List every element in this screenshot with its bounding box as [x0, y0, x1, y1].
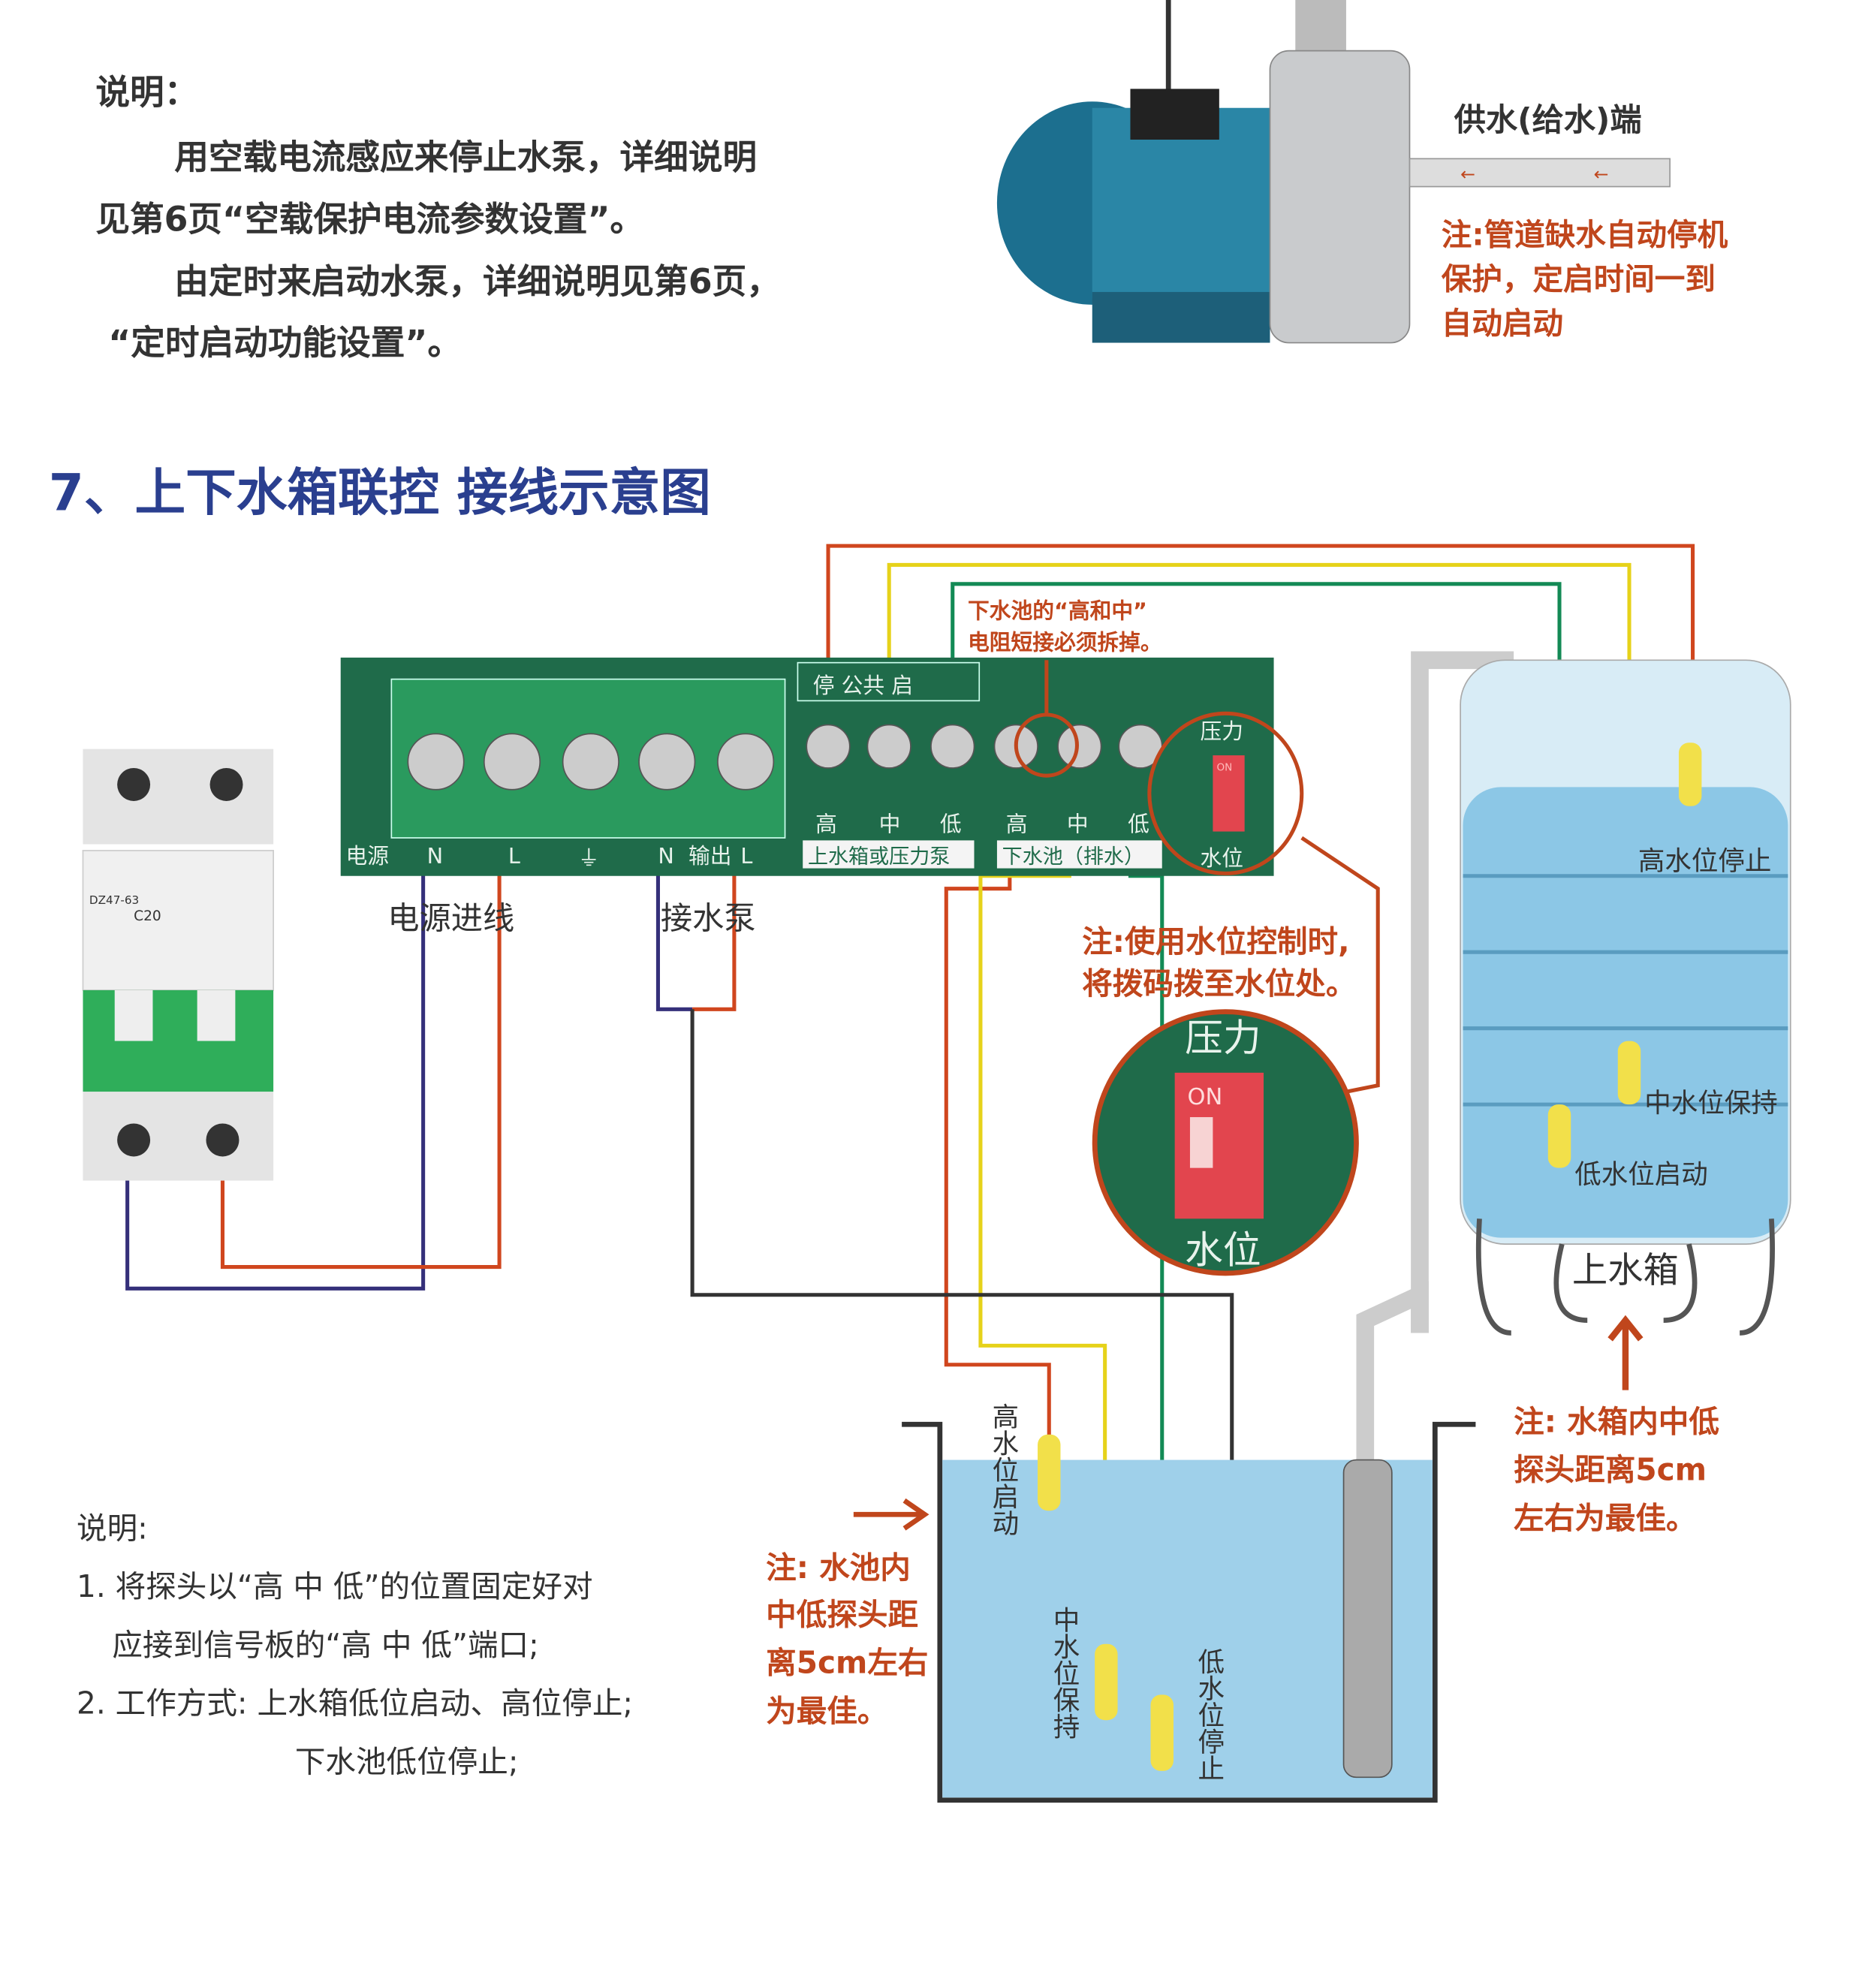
zoom-on-label: ON	[1188, 1084, 1223, 1110]
intro-text: 说明： 用空载电流感应来停止水泵，详细说明 见第6页“空载保护电流参数设置”。 …	[95, 73, 780, 363]
lower-mid: 中	[1067, 812, 1089, 837]
lower-low: 低	[1128, 812, 1149, 837]
explain-line: 2. 工作方式: 上水箱低位启动、高位停止;	[77, 1685, 633, 1721]
upper-low-label: 低水位启动	[1574, 1159, 1708, 1190]
svg-text:电阻短接必须拆掉。: 电阻短接必须拆掉。	[968, 630, 1162, 655]
lower-pool-note: 注: 水池内 中低探头距 离5cm左右 为最佳。	[766, 1550, 928, 1729]
lower-group-label: 下水池（排水）	[1002, 845, 1144, 869]
switch-note: 注:使用水位控制时, 将拨码拨至水位处。	[1082, 923, 1356, 1002]
switch-zoom: ON 压力 水位	[1092, 1009, 1359, 1276]
explanation: 说明: 1. 将探头以“高 中 低”的位置固定好对 应接到信号板的“高 中 低”…	[77, 1510, 633, 1779]
pump-connection-label: 接水泵	[661, 900, 756, 937]
svg-text:离5cm左右: 离5cm左右	[766, 1645, 928, 1681]
terminal-l: L	[508, 843, 520, 869]
intro-line: 见第6页“空载保护电流参数设置”。	[95, 200, 644, 239]
explain-line: 1. 将探头以“高 中 低”的位置固定好对	[77, 1568, 593, 1604]
svg-text:左右为最佳。: 左右为最佳。	[1514, 1500, 1696, 1536]
svg-text:注: 水池内: 注: 水池内	[766, 1550, 911, 1586]
svg-text:下水池的“高和中”: 下水池的“高和中”	[968, 598, 1147, 623]
output-label: 输出	[688, 843, 731, 869]
power-in-label: 电源进线	[387, 900, 514, 937]
upper-high-label: 高水位停止	[1638, 845, 1772, 876]
switch-water-label: 水位	[1200, 845, 1243, 871]
zoom-pressure-label: 压力	[1185, 1016, 1261, 1060]
output-n: N	[658, 843, 674, 869]
terminal-n: N	[427, 843, 444, 869]
switch-pressure-label: 压力	[1200, 718, 1243, 744]
upper-high: 高	[815, 812, 837, 837]
terminal-board: 停 公共 启 电源 N L ⏚ N 输出 L 高 中 低 上水箱或压力泵 高 中…	[340, 657, 1304, 876]
svg-text:探头距离5cm: 探头距离5cm	[1514, 1452, 1707, 1488]
upper-mid-label: 中水位保持	[1644, 1088, 1778, 1119]
explain-line: 应接到信号板的“高 中 低”端口;	[112, 1627, 538, 1663]
upper-tank-note: 注: 水箱内中低 探头距离5cm 左右为最佳。	[1514, 1403, 1719, 1536]
resistor-note: 下水池的“高和中” 电阻短接必须拆掉。	[968, 598, 1162, 655]
svg-text:注: 水箱内中低: 注: 水箱内中低	[1514, 1403, 1719, 1439]
arrow-right-icon	[853, 1498, 929, 1531]
breaker-model: DZ47-63	[89, 893, 139, 907]
intro-line: “定时启动功能设置”。	[108, 323, 462, 363]
lower-low-label: 低水位停止	[1194, 1648, 1225, 1782]
upper-mid: 中	[879, 812, 901, 837]
svg-text:←: ←	[1460, 164, 1475, 185]
pump-illustration: ← ←	[996, 0, 1671, 344]
group-stop-common-start: 停 公共 启	[813, 673, 913, 698]
upper-low: 低	[940, 812, 962, 837]
breaker-rating: C20	[134, 908, 161, 924]
pump-note: 注:管道缺水自动停机 保护，定启时间一到 自动启动	[1442, 216, 1728, 341]
section-heading: 7、上下水箱联控 接线示意图	[49, 463, 711, 523]
svg-text:注:使用水位控制时,: 注:使用水位控制时,	[1082, 923, 1349, 959]
lower-high-label: 高水位启动	[988, 1402, 1019, 1536]
ground-icon: ⏚	[578, 845, 600, 871]
upper-tank: 高水位停止 中水位保持 低水位启动 上水箱	[1411, 651, 1791, 1336]
svg-text:中低探头距: 中低探头距	[766, 1596, 918, 1632]
upper-tank-label: 上水箱	[1572, 1250, 1679, 1291]
dip-switch[interactable]	[1213, 755, 1245, 832]
intro-line: 由定时来启动水泵，详细说明见第6页，	[174, 262, 781, 302]
lower-pool: 高水位启动 中水位保持 低水位停止	[902, 1402, 1476, 1803]
svg-text:为最佳。: 为最佳。	[766, 1693, 887, 1729]
svg-text:←: ←	[1594, 164, 1609, 185]
explain-line: 下水池低位停止;	[295, 1744, 519, 1780]
lower-high: 高	[1006, 812, 1028, 837]
intro-line: 用空载电流感应来停止水泵，详细说明	[174, 137, 757, 177]
svg-text:自动启动: 自动启动	[1442, 306, 1563, 342]
arrow-up-icon	[1607, 1315, 1644, 1390]
svg-text:注:管道缺水自动停机: 注:管道缺水自动停机	[1442, 216, 1728, 252]
intro-title: 说明：	[95, 73, 198, 113]
circuit-breaker: DZ47-63 C20	[82, 749, 274, 1181]
svg-text:将拨码拨至水位处。: 将拨码拨至水位处。	[1082, 965, 1356, 1002]
supply-end-label: 供水(给水)端	[1454, 101, 1642, 138]
svg-text:保护，定启时间一到: 保护，定启时间一到	[1442, 261, 1716, 297]
explain-title: 说明:	[77, 1510, 148, 1546]
output-l: L	[740, 843, 752, 869]
switch-on-label: ON	[1216, 761, 1232, 773]
upper-group-label: 上水箱或压力泵	[808, 845, 950, 869]
pipe	[1356, 1281, 1429, 1460]
zoom-water-label: 水位	[1185, 1227, 1261, 1272]
lower-mid-label: 中水位保持	[1049, 1606, 1080, 1740]
power-label: 电源	[345, 843, 388, 869]
